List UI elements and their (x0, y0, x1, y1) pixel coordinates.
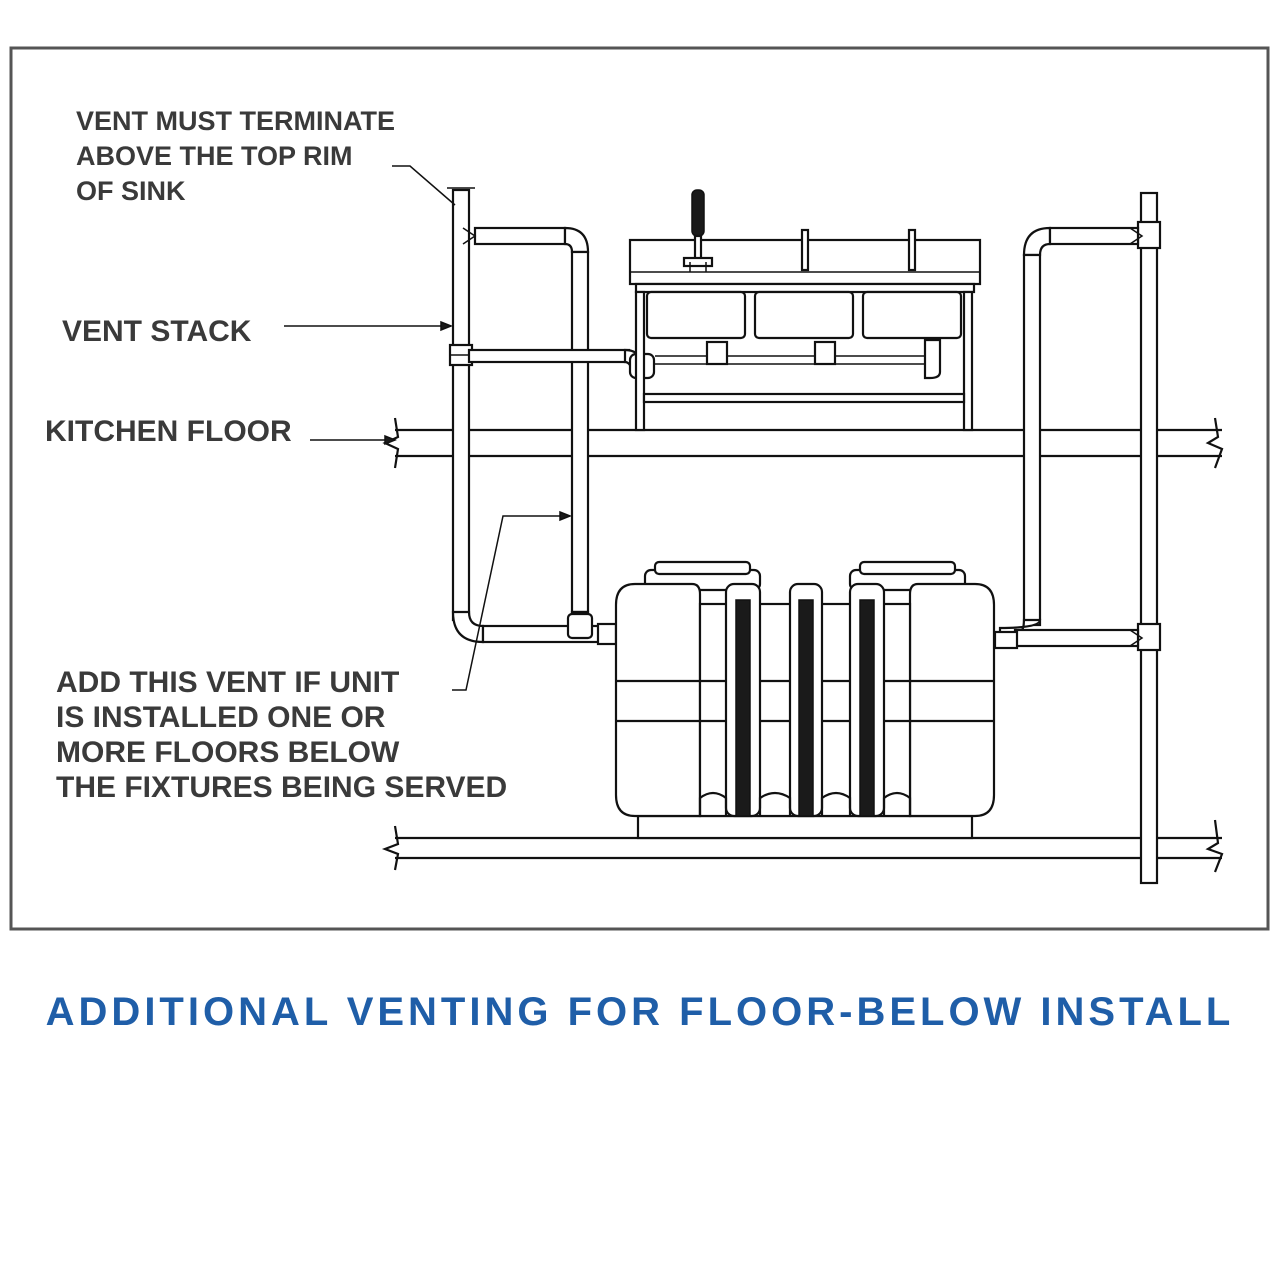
label-vent-stack: VENT STACK (62, 315, 252, 348)
diagram-frame (9, 46, 1270, 931)
leader-add-vent (452, 515, 570, 691)
diagram-caption: ADDITIONAL VENTING FOR FLOOR-BELOW INSTA… (45, 990, 1235, 1034)
label-add-vent: ADD THIS VENT IF UNIT IS INSTALLED ONE O… (56, 666, 507, 804)
right-vent-stack (1136, 191, 1162, 885)
lower-vent-connection (481, 610, 618, 646)
label-kitchen-floor: KITCHEN FLOOR (45, 415, 292, 448)
upper-vent-branch (462, 226, 590, 614)
grease-interceptor-unit (614, 560, 996, 840)
left-vent-stack (447, 187, 485, 644)
sink-drain-line (467, 338, 942, 380)
right-vent-branch (993, 226, 1144, 650)
sink-icon (628, 189, 982, 432)
kitchen-floor-slab (382, 417, 1224, 469)
leader-vent-terminate (392, 165, 456, 206)
label-vent-terminate: VENT MUST TERMINATE ABOVE THE TOP RIM OF… (76, 106, 403, 206)
